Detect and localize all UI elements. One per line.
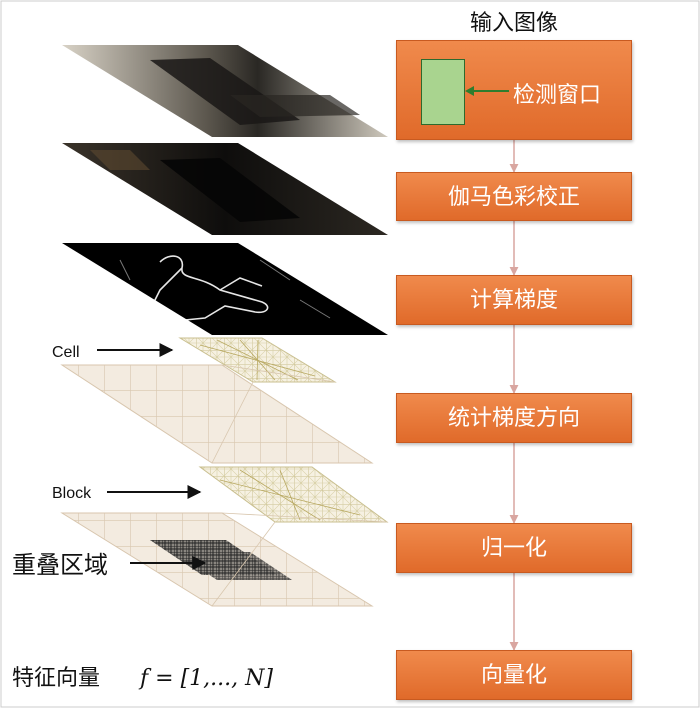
layer-cell bbox=[178, 337, 337, 383]
overlap-label: 重叠区域 bbox=[12, 551, 108, 579]
step-vectorization: 向量化 bbox=[396, 650, 632, 700]
block-label: Block bbox=[52, 485, 92, 502]
layer-input-photo bbox=[62, 45, 388, 137]
layer-cell-grid bbox=[60, 364, 374, 464]
step-label-normalization: 归一化 bbox=[480, 536, 547, 561]
step-label-vectorization: 向量化 bbox=[480, 663, 547, 688]
step-label-orientation: 统计梯度方向 bbox=[447, 406, 580, 431]
layer-block-grid bbox=[60, 512, 388, 607]
step-label-gradient: 计算梯度 bbox=[469, 288, 558, 313]
input-image-title: 输入图像 bbox=[470, 11, 558, 36]
layer-gradient-map bbox=[62, 243, 388, 335]
step-compute-gradient: 计算梯度 bbox=[396, 275, 632, 325]
feature-formula: f = [1,..., N] bbox=[138, 666, 273, 691]
layer-gamma-photo bbox=[62, 143, 388, 235]
feature-vector-label: 特征向量 bbox=[12, 666, 100, 691]
cell-label: Cell bbox=[52, 344, 80, 361]
step-label-detect-window: 检测窗口 bbox=[513, 83, 602, 108]
detect-window-thumb bbox=[421, 59, 465, 125]
step-gamma-correction: 伽马色彩校正 bbox=[396, 172, 632, 221]
step-label-gamma: 伽马色彩校正 bbox=[447, 185, 580, 210]
layer-block bbox=[198, 466, 389, 523]
step-normalization: 归一化 bbox=[396, 523, 632, 573]
step-orientation-histogram: 统计梯度方向 bbox=[396, 393, 632, 443]
step-detect-window: 检测窗口 bbox=[396, 40, 632, 140]
green-arrow-icon bbox=[465, 86, 509, 96]
